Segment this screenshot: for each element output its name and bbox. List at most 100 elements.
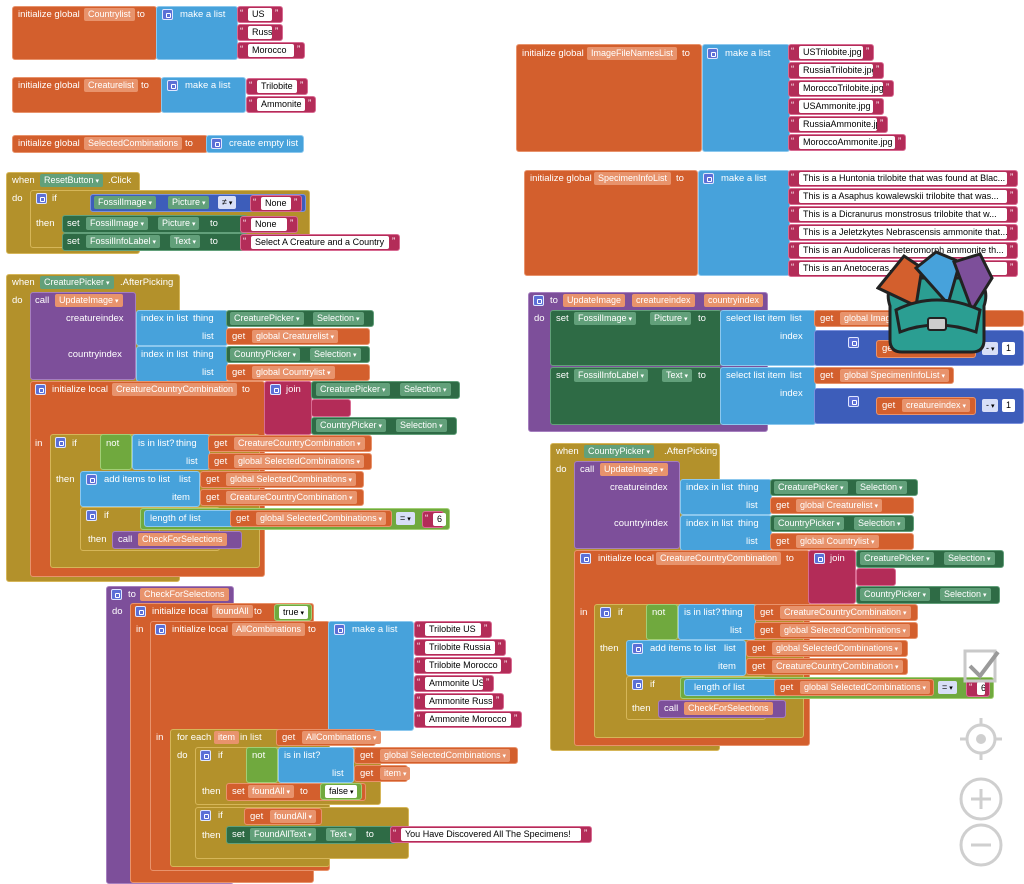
boolean-value[interactable]: true: [279, 606, 308, 619]
property-name[interactable]: Text: [170, 235, 200, 248]
text-value[interactable]: Ammonite Morocco: [425, 713, 511, 726]
procedure-name[interactable]: CheckForSelections: [684, 702, 773, 715]
text-value[interactable]: MoroccoTrilobite.jpg: [799, 82, 883, 95]
text-value[interactable]: Trilobite US: [425, 623, 481, 636]
text-value[interactable]: Ammonite Russia: [425, 695, 493, 708]
variable-name[interactable]: CreatureCountryCombination: [780, 606, 911, 619]
variable-name[interactable]: global SelectedCombinations: [800, 681, 931, 694]
variable-name[interactable]: item: [380, 767, 411, 780]
global-name[interactable]: Countrylist: [84, 8, 135, 21]
text-value[interactable]: You Have Discovered All The Specimens!: [401, 828, 581, 841]
text-value[interactable]: Trilobite: [257, 80, 297, 93]
text-value[interactable]: Trilobite Russia: [425, 641, 495, 654]
text-value[interactable]: Select A Creature and a Country: [251, 236, 389, 249]
text-value[interactable]: This is a Dicranurus monstrosus trilobit…: [799, 208, 1007, 221]
mutator-gear-icon[interactable]: [632, 643, 643, 654]
procedure-name[interactable]: CheckForSelections: [140, 588, 229, 601]
text-value[interactable]: This is a Huntonia trilobite that was fo…: [799, 172, 1007, 185]
mutator-gear-icon[interactable]: [334, 624, 345, 635]
mutator-gear-icon[interactable]: [35, 384, 46, 395]
index-in-list-block[interactable]: [680, 479, 772, 515]
is-in-list-block[interactable]: [278, 747, 354, 783]
loop-var[interactable]: item: [214, 731, 240, 744]
component-name[interactable]: CountryPicker: [774, 517, 844, 530]
mutator-gear-icon[interactable]: [848, 396, 859, 407]
local-name[interactable]: CreatureCountryCombination: [656, 552, 782, 565]
component-name[interactable]: CountryPicker: [316, 419, 386, 432]
mutator-gear-icon[interactable]: [162, 9, 173, 20]
mutator-gear-icon[interactable]: [707, 48, 718, 59]
empty-string-block[interactable]: [856, 568, 896, 586]
property-name[interactable]: Selection: [400, 383, 451, 396]
text-value[interactable]: RussiaTrilobite.jpg: [799, 64, 873, 77]
operator[interactable]: =: [396, 512, 415, 525]
mutator-gear-icon[interactable]: [703, 173, 714, 184]
make-a-list-block[interactable]: [702, 44, 790, 152]
property-name[interactable]: Text: [326, 828, 356, 841]
text-value[interactable]: Russia: [248, 26, 272, 39]
mutator-gear-icon[interactable]: [135, 606, 146, 617]
variable-name[interactable]: global SelectedCombinations: [234, 455, 365, 468]
component-name[interactable]: CountryPicker: [584, 445, 654, 458]
make-a-list-block[interactable]: [698, 170, 790, 276]
variable-name[interactable]: foundAll: [248, 785, 294, 798]
component-name[interactable]: CreaturePicker: [40, 276, 114, 289]
zoom-out-icon[interactable]: [958, 822, 1004, 868]
procedure-name[interactable]: UpdateImage: [600, 463, 668, 476]
text-value[interactable]: RussiaAmmonite.jpg: [799, 118, 877, 131]
mutator-gear-icon[interactable]: [200, 750, 211, 761]
variable-name[interactable]: creatureindex: [902, 399, 971, 412]
property-name[interactable]: Picture: [158, 217, 200, 230]
variable-name[interactable]: global Creaturelist: [796, 499, 883, 512]
variable-name[interactable]: global Creaturelist: [252, 330, 339, 343]
operator[interactable]: =: [938, 681, 957, 694]
property-name[interactable]: Selection: [854, 517, 905, 530]
index-in-list-block[interactable]: [680, 515, 772, 551]
text-value[interactable]: Morocco: [248, 44, 294, 57]
variable-name[interactable]: AllCombinations: [302, 731, 381, 744]
component-name[interactable]: FossilInfoLabel: [86, 235, 161, 248]
mutator-gear-icon[interactable]: [848, 337, 859, 348]
variable-name[interactable]: CreatureCountryCombination: [772, 660, 903, 673]
component-name[interactable]: CountryPicker: [860, 588, 930, 601]
backpack-icon[interactable]: [876, 248, 998, 358]
component-name[interactable]: CreaturePicker: [230, 312, 304, 325]
parameter[interactable]: creatureindex: [632, 294, 695, 307]
empty-string-block[interactable]: [311, 399, 351, 417]
not-block[interactable]: [100, 434, 132, 470]
text-value[interactable]: USTrilobite.jpg: [799, 46, 863, 59]
is-in-list-block[interactable]: [132, 434, 210, 470]
text-value[interactable]: This is a Jeletzkytes Nebrascensis ammon…: [799, 226, 1007, 239]
variable-name[interactable]: global SelectedCombinations: [256, 512, 387, 525]
text-value[interactable]: 6: [433, 513, 447, 526]
mutator-gear-icon[interactable]: [155, 624, 166, 635]
number-value[interactable]: 1: [1002, 342, 1016, 355]
add-items-to-list-block[interactable]: [80, 471, 200, 507]
text-value[interactable]: Ammonite US: [425, 677, 483, 690]
procedure-name[interactable]: CheckForSelections: [138, 533, 227, 546]
variable-name[interactable]: foundAll: [270, 810, 316, 823]
property-name[interactable]: Selection: [856, 481, 907, 494]
make-a-list-block[interactable]: [161, 77, 246, 113]
variable-name[interactable]: CreatureCountryCombination: [226, 491, 357, 504]
mutator-gear-icon[interactable]: [200, 810, 211, 821]
mutator-gear-icon[interactable]: [211, 138, 222, 149]
mutator-gear-icon[interactable]: [36, 193, 47, 204]
property-name[interactable]: Selection: [310, 348, 361, 361]
text-value[interactable]: 6: [977, 682, 985, 695]
zoom-in-icon[interactable]: [958, 776, 1004, 822]
text-value[interactable]: This is a Asaphus kowalewskii trilobite …: [799, 190, 1007, 203]
mutator-gear-icon[interactable]: [111, 589, 122, 600]
variable-name[interactable]: global SelectedCombinations: [380, 749, 511, 762]
text-value[interactable]: Trilobite Morocco: [425, 659, 501, 672]
property-name[interactable]: Selection: [940, 588, 991, 601]
text-value[interactable]: None: [261, 197, 291, 210]
component-name[interactable]: ResetButton: [40, 174, 103, 187]
checkbox-icon[interactable]: [962, 648, 1002, 688]
boolean-value[interactable]: false: [325, 785, 358, 798]
property-name[interactable]: Picture: [650, 312, 692, 325]
component-name[interactable]: CountryPicker: [230, 348, 300, 361]
property-name[interactable]: Selection: [313, 312, 364, 325]
variable-name[interactable]: global Countrylist: [796, 535, 879, 548]
